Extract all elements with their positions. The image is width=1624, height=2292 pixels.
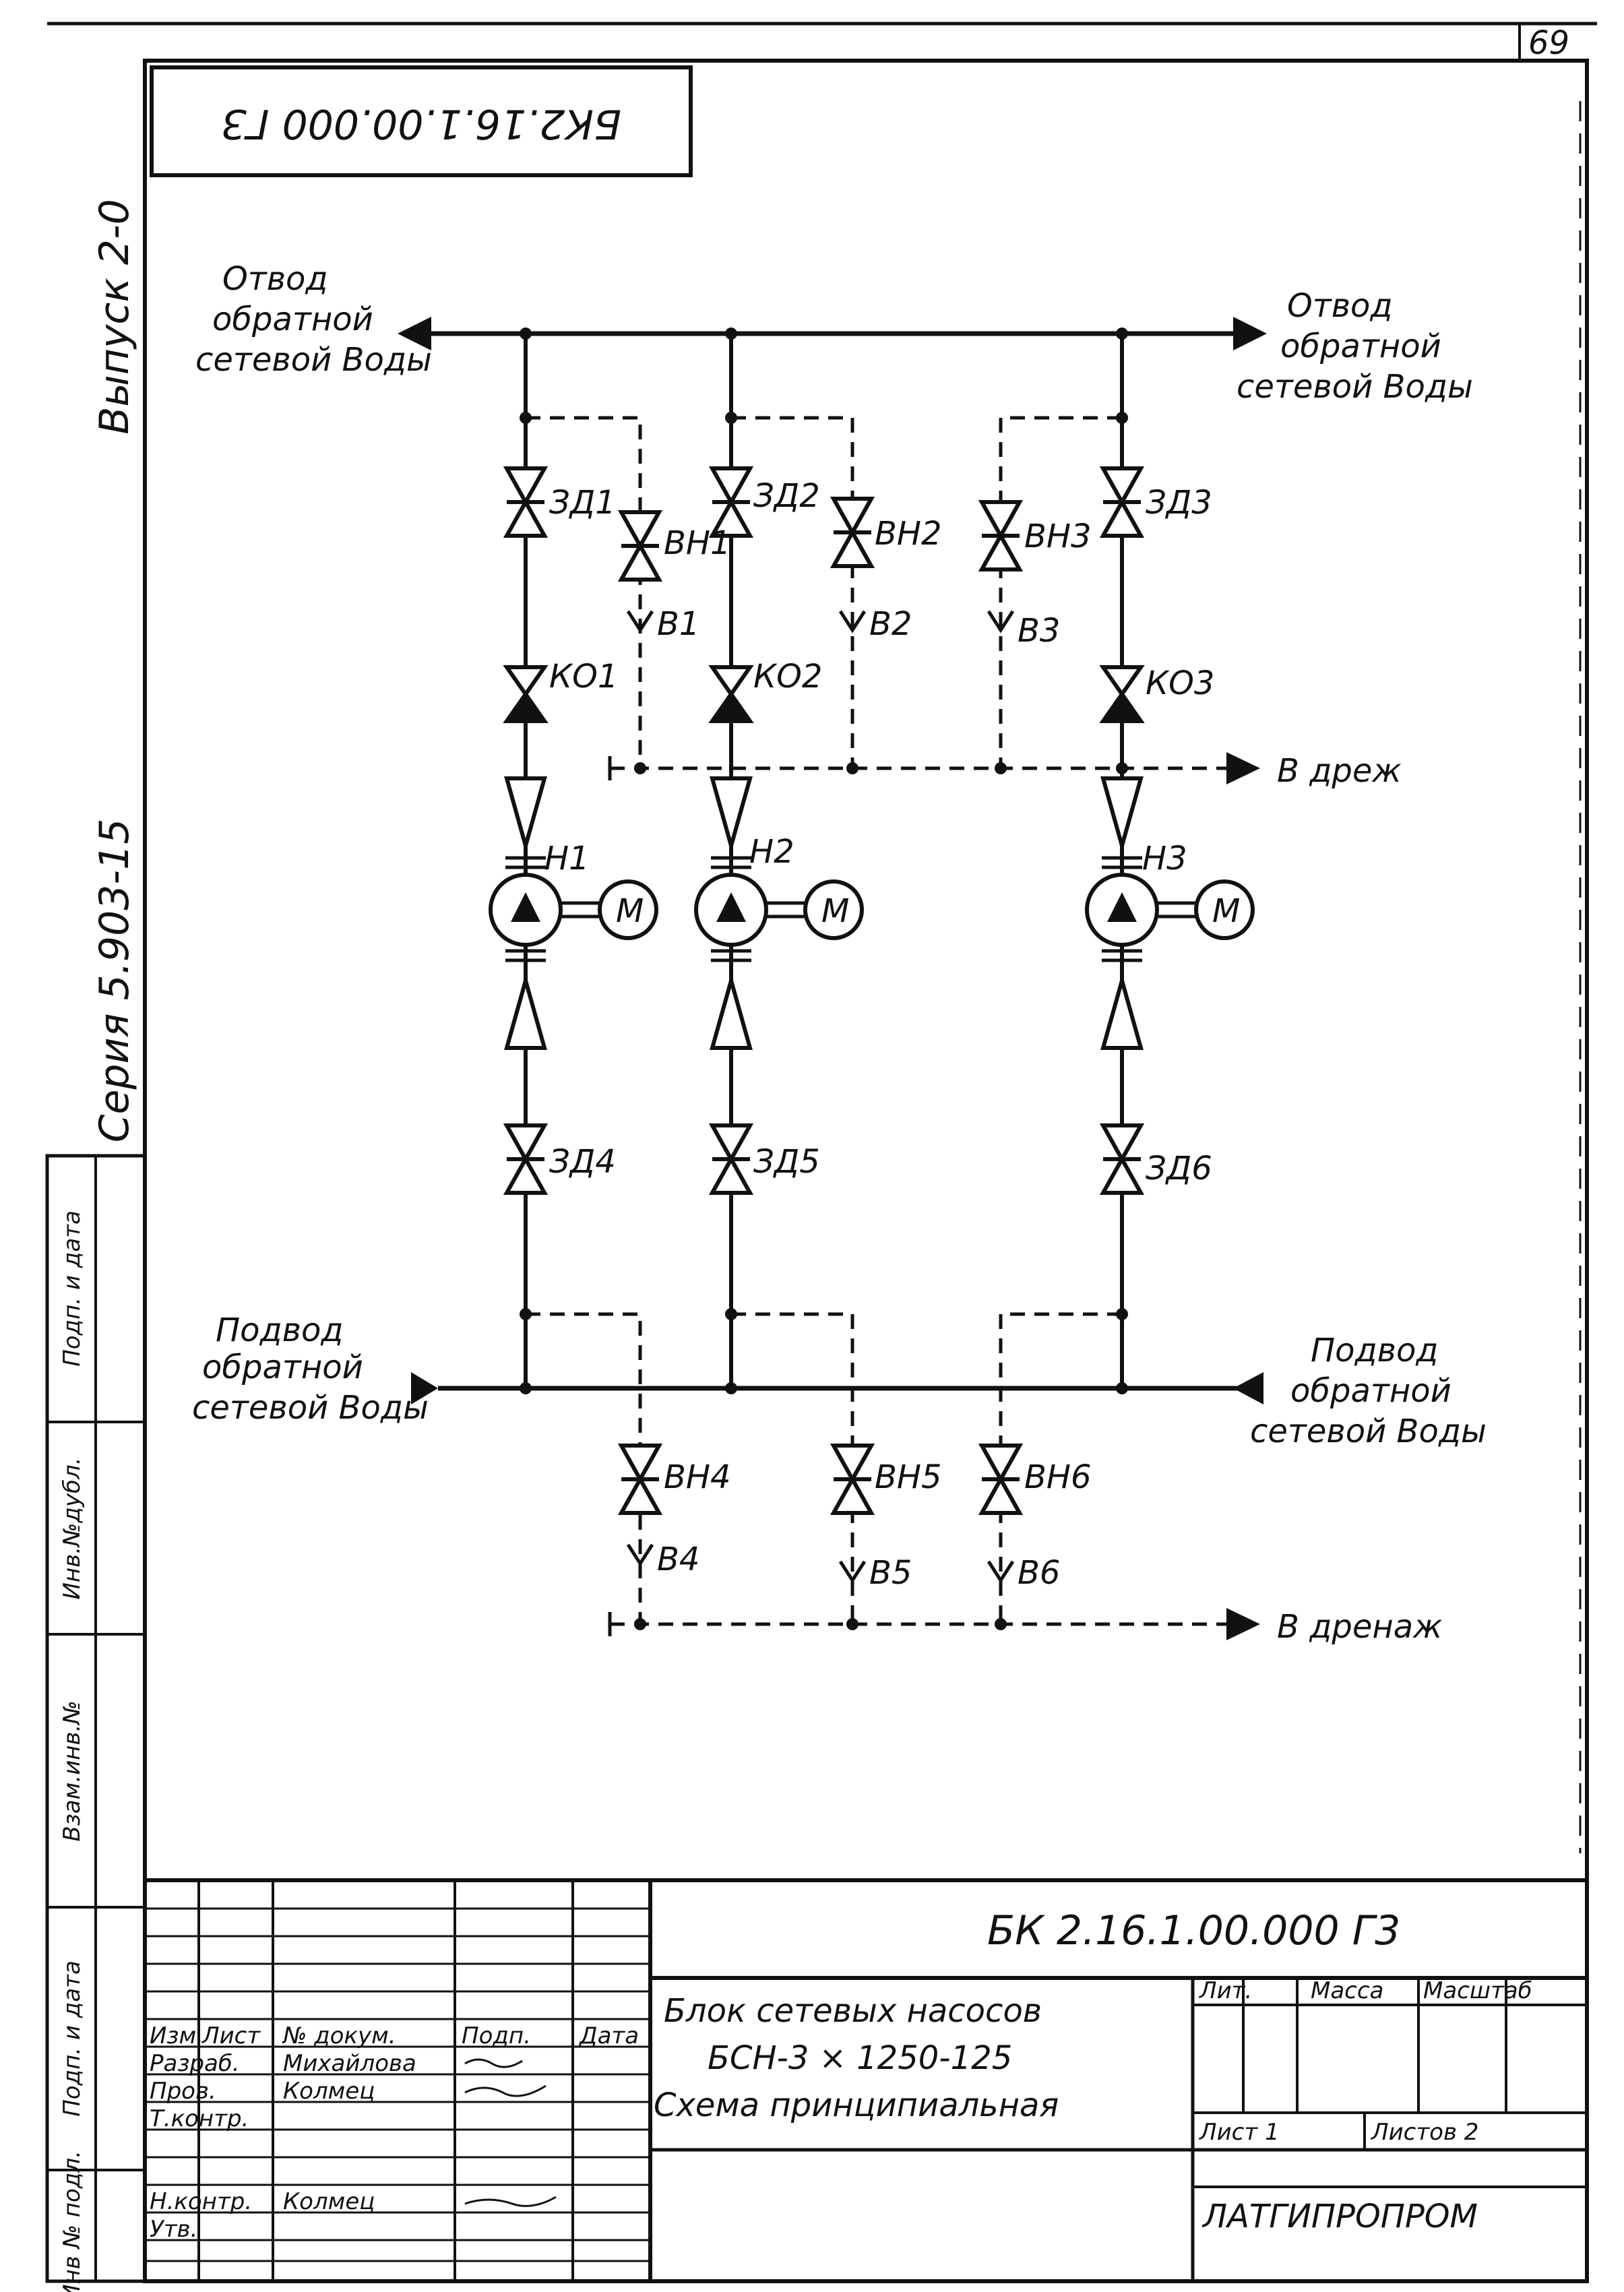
tb-col-dokum: № докум. (282, 2022, 396, 2049)
flow-bottom-left-1: Подвод (216, 1311, 344, 1349)
tb-designation: БК 2.16.1.00.000 Г3 (987, 1907, 1400, 1954)
tb-name-razrab: Михайлова (283, 2050, 416, 2077)
arrow-drain-upper (1226, 752, 1260, 784)
label-zd4: ЗД4 (549, 1143, 616, 1181)
arrow-right-bottom (1233, 1372, 1263, 1404)
label-ko3: КО3 (1146, 664, 1214, 702)
label-v3: В3 (1018, 612, 1060, 650)
tb-role-tkontr: Т.контр. (150, 2105, 249, 2132)
tb-col-podp: Подп. (462, 2022, 531, 2049)
title-block-text: БК 2.16.1.00.000 Г3 Изм. Лист № докум. П… (150, 1907, 1532, 2243)
label-ko2: КО2 (753, 658, 822, 695)
strip-cell-podp-data-2: Подп. и дата (59, 1960, 86, 2117)
label-zd1: ЗД1 (549, 484, 616, 522)
side-issue: Выпуск 2-0 (91, 199, 138, 435)
flow-top-left-2: обратной (212, 301, 373, 338)
label-v2: В2 (869, 605, 912, 643)
label-h1: Н1 (544, 840, 590, 877)
label-h2: Н2 (749, 833, 794, 871)
tb-scale-label: Масштаб (1423, 1977, 1532, 2004)
label-zd2: ЗД2 (753, 477, 820, 515)
stamp-code-rotated: БК2.16.1.00.000 Г3 (221, 100, 621, 147)
side-series: Серия 5.903-15 (91, 819, 138, 1143)
label-vn2: ВН2 (875, 515, 942, 553)
flow-top-left-1: Отвод (222, 260, 328, 298)
label-v4: В4 (657, 1541, 699, 1578)
label-vn6: ВН6 (1024, 1458, 1092, 1496)
tb-title-line-1: Блок сетевых насосов (664, 1992, 1042, 2030)
label-h3: Н3 (1142, 840, 1187, 877)
tb-lit-label: Лит. (1198, 1977, 1252, 2004)
label-zd6: ЗД6 (1146, 1150, 1212, 1187)
branch-1-components (491, 468, 659, 1193)
label-v1: В1 (657, 605, 699, 643)
flow-top-right-1: Отвод (1287, 287, 1393, 325)
tb-role-prov: Пров. (150, 2078, 216, 2105)
label-motor-1: М (616, 892, 644, 930)
label-motor-2: М (821, 892, 849, 930)
label-motor-3: М (1212, 892, 1240, 930)
flow-bottom-right-2: обратной (1290, 1372, 1451, 1410)
flow-bottom-left-3: сетевой Воды (192, 1389, 429, 1427)
label-vn3: ВН3 (1024, 518, 1092, 555)
tb-role-razrab: Разраб. (150, 2050, 240, 2077)
branch-2-components (696, 468, 871, 1193)
tb-title-line-2: БСН-3 × 1250-125 (708, 2039, 1012, 2077)
label-vn5: ВН5 (875, 1458, 942, 1496)
label-zd5: ЗД5 (753, 1143, 820, 1181)
branch-3-components (982, 468, 1253, 1193)
tb-name-prov: Колмец (283, 2078, 375, 2105)
tb-name-nkontr: Колмец (283, 2188, 375, 2215)
label-v5: В5 (869, 1554, 912, 1592)
left-strip: Подп. и дата Инв.№дубл. Взам.инв.№ Подп.… (45, 1154, 147, 2292)
flow-top-right-3: сетевой Воды (1237, 368, 1473, 406)
title-block (143, 1878, 1589, 2283)
tb-role-nkontr: Н.контр. (150, 2188, 252, 2215)
flow-top-left-3: сетевой Воды (195, 341, 432, 379)
strip-cell-inv-podl: Инв № подл. (59, 2150, 86, 2292)
tb-sheet-label: Лист 1 (1198, 2119, 1280, 2146)
flow-labels: Отвод обратной сетевой Воды Отвод обратн… (192, 260, 1487, 1646)
tb-col-data: Дата (578, 2022, 639, 2049)
signature-prov (464, 2084, 546, 2097)
drain-lower-label: В дренаж (1277, 1608, 1442, 1646)
arrow-drain-lower (1226, 1608, 1260, 1640)
tb-mass-label: Масса (1311, 1977, 1383, 2004)
tb-col-izm: Изм. (150, 2022, 204, 2049)
label-vn4: ВН4 (664, 1458, 731, 1496)
strip-cell-podp-data-1: Подп. и дата (59, 1210, 86, 1367)
tb-role-utv: Утв. (150, 2216, 197, 2243)
signature-nkontr (464, 2196, 557, 2207)
tb-title-line-3: Схема принципиальная (654, 2086, 1059, 2124)
flow-top-right-2: обратной (1280, 328, 1441, 365)
label-zd3: ЗД3 (1146, 484, 1212, 522)
signature-razrab (464, 2058, 523, 2068)
label-v6: В6 (1018, 1554, 1060, 1592)
tb-col-list: Лист (201, 2022, 261, 2049)
flow-bottom-right-1: Подвод (1311, 1332, 1439, 1369)
label-ko1: КО1 (549, 658, 618, 695)
drain-upper-label: В дреж (1277, 752, 1402, 790)
strip-cell-inv-dubl: Инв.№дубл. (59, 1457, 86, 1599)
junction-dots (520, 328, 1128, 1630)
arrow-left-bottom (411, 1372, 438, 1404)
equipment-labels: ЗД1 ЗД2 ЗД3 ВН1 ВН2 ВН3 В1 В2 В3 КО1 КО2… (544, 477, 1240, 1592)
arrow-left-top (398, 317, 431, 350)
stamp-code-box: БК2.16.1.00.000 Г3 (150, 65, 693, 177)
arrow-right-top (1233, 317, 1267, 350)
page-number: 69 (1528, 24, 1569, 62)
flow-bottom-right-3: сетевой Воды (1250, 1413, 1487, 1450)
strip-cell-vzam-inv: Взам.инв.№ (59, 1700, 86, 1841)
tb-organization: ЛАТГИПРОПРОМ (1201, 2198, 1478, 2235)
flow-arrows (398, 317, 1267, 1640)
label-vn1: ВН1 (664, 524, 731, 562)
flow-bottom-left-2: обратной (202, 1349, 363, 1386)
tb-sheets-label: Листов 2 (1370, 2119, 1478, 2146)
